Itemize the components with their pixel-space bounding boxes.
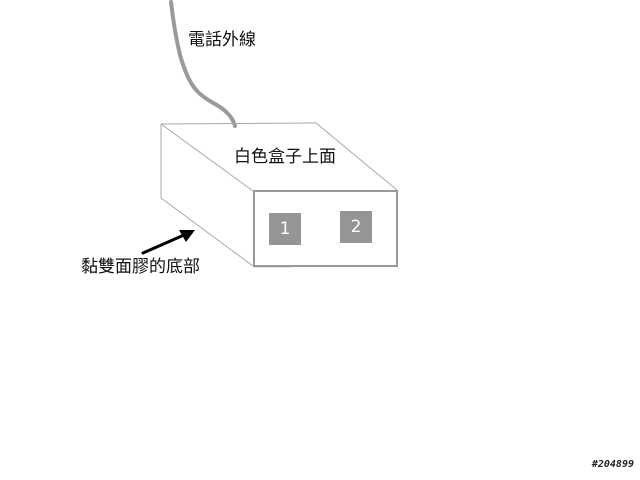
port-1-label: 1 — [279, 219, 291, 239]
box-top-label: 白色盒子上面 — [234, 147, 336, 167]
box-bottom-left-edge — [160, 197, 254, 267]
box-top-right-edge — [315, 122, 398, 191]
port-2-label: 2 — [350, 217, 362, 237]
pointer-arrow-head — [179, 230, 195, 242]
port-1-square — [269, 213, 301, 245]
phone-cable — [169, 0, 237, 128]
watermark: #204899 — [591, 459, 634, 470]
box-top-back-edge — [160, 122, 317, 125]
pointer-arrow-shaft — [141, 233, 186, 255]
port-2-square — [340, 211, 372, 243]
phone-line-label: 電話外線 — [188, 30, 256, 50]
box-top-left-edge — [160, 123, 254, 192]
adhesive-base-label: 黏雙面膠的底部 — [81, 257, 200, 277]
